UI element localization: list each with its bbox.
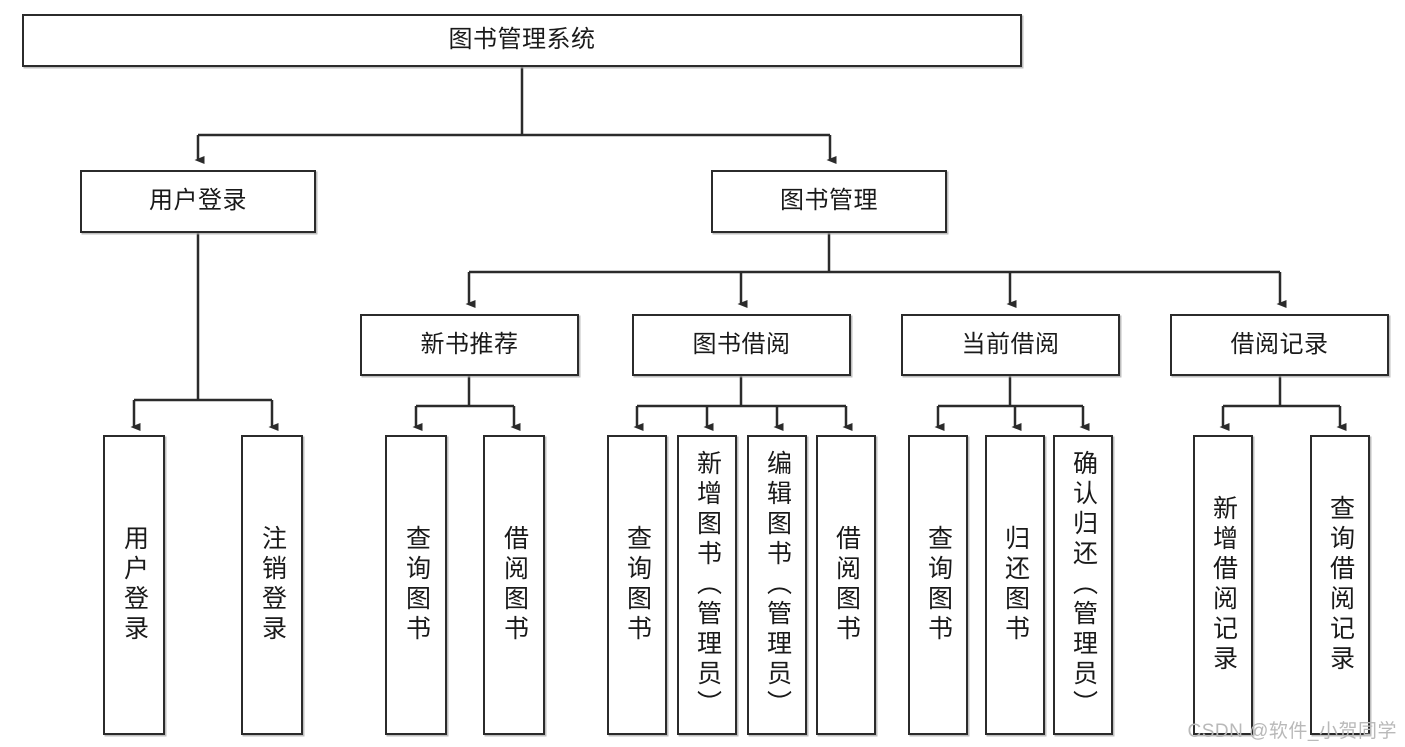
node-book-borrow-label: 图书借阅: [692, 330, 791, 358]
node-book-management[interactable]: 图书管理: [711, 170, 947, 233]
node-borrow-lend-book[interactable]: 借阅图书: [816, 435, 876, 735]
node-current-borrow[interactable]: 当前借阅: [901, 314, 1120, 376]
node-current-query-book-label: 查询图书: [924, 525, 953, 645]
node-borrow-query-book-label: 查询图书: [623, 525, 652, 645]
node-current-confirm-return-label: 确认归还（管理员）: [1069, 450, 1098, 720]
node-current-query-book[interactable]: 查询图书: [908, 435, 968, 735]
node-borrow-edit-book-label: 编辑图书（管理员）: [763, 450, 792, 720]
node-newbook-query-book-label: 查询图书: [402, 525, 431, 645]
node-login-in-label: 用户登录: [120, 525, 149, 645]
node-current-confirm-return[interactable]: 确认归还（管理员）: [1053, 435, 1113, 735]
node-logout-label: 注销登录: [258, 525, 287, 645]
node-root[interactable]: 图书管理系统: [22, 14, 1022, 67]
node-borrow-lend-book-label: 借阅图书: [832, 525, 861, 645]
node-borrow-records-label: 借阅记录: [1230, 330, 1329, 358]
node-root-label: 图书管理系统: [448, 26, 596, 54]
node-current-borrow-label: 当前借阅: [961, 330, 1060, 358]
node-current-return-book[interactable]: 归还图书: [985, 435, 1045, 735]
node-current-return-book-label: 归还图书: [1001, 525, 1030, 645]
node-borrow-add-book-label: 新增图书（管理员）: [693, 450, 722, 720]
node-borrow-add-book[interactable]: 新增图书（管理员）: [677, 435, 737, 735]
node-user-login-label: 用户登录: [149, 187, 247, 215]
node-borrow-edit-book[interactable]: 编辑图书（管理员）: [747, 435, 807, 735]
node-new-book-recommend[interactable]: 新书推荐: [360, 314, 579, 376]
node-new-book-recommend-label: 新书推荐: [420, 330, 519, 358]
node-newbook-borrow-book[interactable]: 借阅图书: [483, 435, 545, 735]
node-records-add-record[interactable]: 新增借阅记录: [1193, 435, 1253, 735]
node-book-borrow[interactable]: 图书借阅: [632, 314, 851, 376]
node-book-management-label: 图书管理: [780, 187, 878, 215]
node-records-query-record[interactable]: 查询借阅记录: [1310, 435, 1370, 735]
node-records-query-record-label: 查询借阅记录: [1326, 495, 1355, 675]
node-logout[interactable]: 注销登录: [241, 435, 303, 735]
node-newbook-query-book[interactable]: 查询图书: [385, 435, 447, 735]
node-newbook-borrow-book-label: 借阅图书: [500, 525, 529, 645]
watermark-text: CSDN @软件_小贺同学: [1187, 721, 1397, 742]
node-borrow-query-book[interactable]: 查询图书: [607, 435, 667, 735]
node-borrow-records[interactable]: 借阅记录: [1170, 314, 1389, 376]
node-records-add-record-label: 新增借阅记录: [1209, 495, 1238, 675]
node-user-login[interactable]: 用户登录: [80, 170, 316, 233]
node-login-in[interactable]: 用户登录: [103, 435, 165, 735]
